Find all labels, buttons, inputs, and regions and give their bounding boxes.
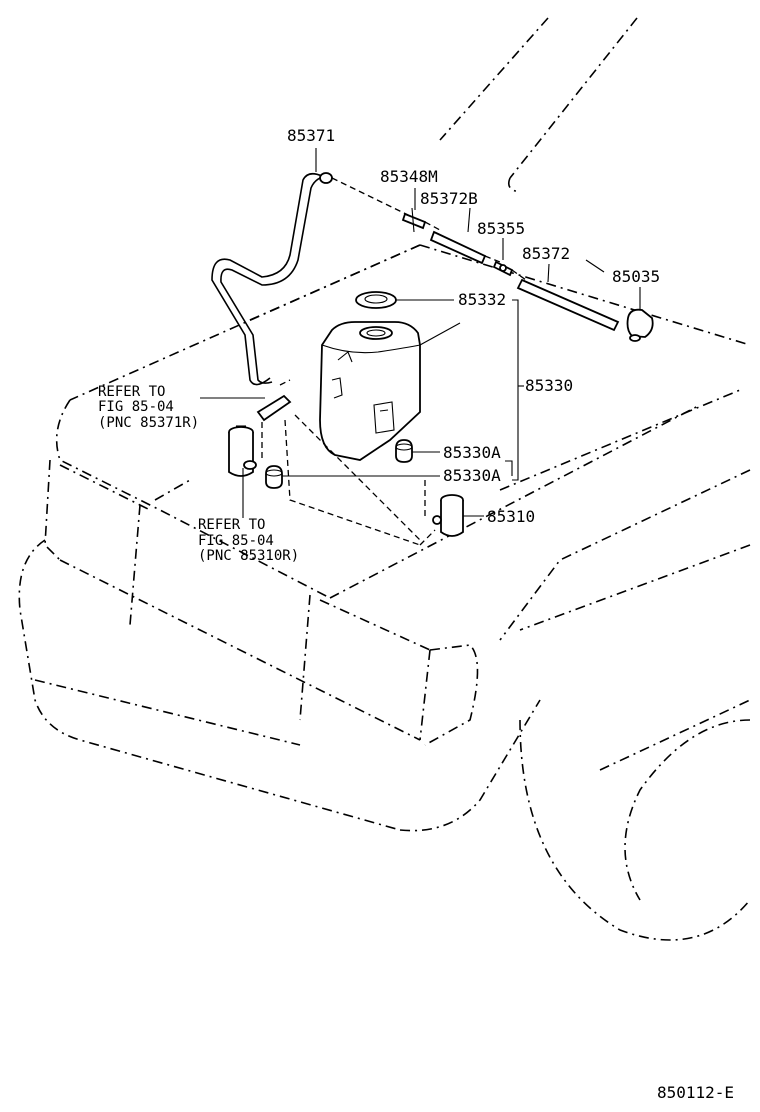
pump-85310 bbox=[432, 494, 464, 537]
refer-note-85371R: REFER TO FIG 85-04 (PNC 85371R) bbox=[98, 384, 199, 431]
nozzle-pipe bbox=[256, 394, 292, 422]
label-85372: 85372 bbox=[522, 244, 570, 263]
label-85348M: 85348M bbox=[380, 167, 438, 186]
hose-85371 bbox=[211, 172, 333, 386]
connector-85355 bbox=[492, 260, 514, 277]
label-85372B: 85372B bbox=[420, 189, 478, 208]
refer-note-line2: FIG 85-04 bbox=[98, 399, 174, 415]
pump-left bbox=[228, 425, 257, 477]
figure-code: 850112-E bbox=[657, 1083, 734, 1102]
refer-note-line1: REFER TO bbox=[198, 517, 265, 533]
label-85035: 85035 bbox=[612, 267, 660, 286]
refer-note-85310R: REFER TO FIG 85-04 (PNC 85310R) bbox=[198, 517, 299, 564]
label-85332: 85332 bbox=[458, 290, 506, 309]
nozzle-85035 bbox=[626, 308, 654, 342]
joint-85348M bbox=[401, 207, 427, 233]
refer-note-line2: FIG 85-04 bbox=[198, 533, 274, 549]
label-85330A-lower: 85330A bbox=[443, 466, 501, 485]
label-85371: 85371 bbox=[287, 126, 335, 145]
hose-85372B bbox=[429, 230, 487, 265]
label-85330: 85330 bbox=[525, 376, 573, 395]
label-85355: 85355 bbox=[477, 219, 525, 238]
refer-note-line3: (PNC 85371R) bbox=[98, 415, 199, 431]
label-85310: 85310 bbox=[487, 507, 535, 526]
grommet-85330A-upper bbox=[395, 439, 413, 463]
grommet-85330A-lower bbox=[265, 465, 283, 489]
refer-note-line1: REFER TO bbox=[98, 384, 165, 400]
washer-tank-85330 bbox=[319, 321, 421, 461]
assembly-dashes bbox=[261, 379, 436, 546]
label-85330A-upper: 85330A bbox=[443, 443, 501, 462]
hose-85372 bbox=[516, 278, 620, 332]
leader-lines bbox=[200, 148, 641, 518]
cap-85332 bbox=[355, 291, 397, 309]
refer-note-line3: (PNC 85310R) bbox=[198, 548, 299, 564]
vehicle-outline bbox=[18, 17, 751, 941]
